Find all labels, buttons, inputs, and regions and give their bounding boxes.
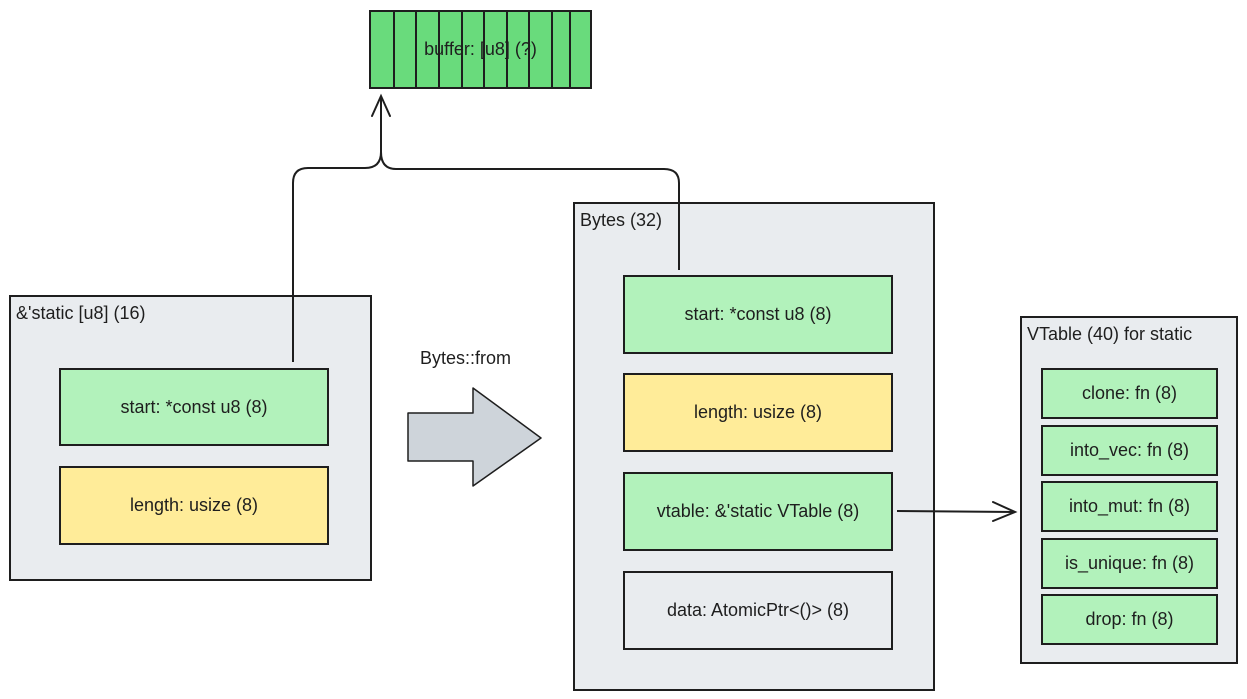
vtable-title: VTable (40) for static: [1027, 324, 1193, 344]
vtable-arrowhead: [992, 501, 1018, 522]
conversion-arrow: [407, 387, 542, 487]
vtable-drop-field: drop: fn (8): [1041, 594, 1218, 645]
static-slice-start-field: start: *const u8 (8): [59, 368, 329, 446]
buffer-box: buffer: [u8] (?): [369, 10, 592, 89]
buffer-cell-dividers: [393, 12, 571, 87]
vtable-into-mut-field: into_mut: fn (8): [1041, 481, 1218, 532]
bytes-length-field: length: usize (8): [623, 373, 893, 452]
bytes-vtable-field: vtable: &'static VTable (8): [623, 472, 893, 551]
vtable-clone-field: clone: fn (8): [1041, 368, 1218, 419]
bytes-data-field: data: AtomicPtr<()> (8): [623, 571, 893, 650]
buffer-arrowhead: [371, 93, 391, 117]
bytes-title: Bytes (32): [580, 210, 663, 230]
vtable-is-unique-field: is_unique: fn (8): [1041, 538, 1218, 589]
conversion-label: Bytes::from: [420, 348, 512, 368]
static-slice-length-field: length: usize (8): [59, 466, 329, 545]
vtable-into-vec-field: into_vec: fn (8): [1041, 425, 1218, 476]
buffer-label: buffer: [u8] (?): [424, 39, 537, 59]
bytes-start-field: start: *const u8 (8): [623, 275, 893, 354]
static-slice-title: &'static [u8] (16): [16, 303, 146, 323]
